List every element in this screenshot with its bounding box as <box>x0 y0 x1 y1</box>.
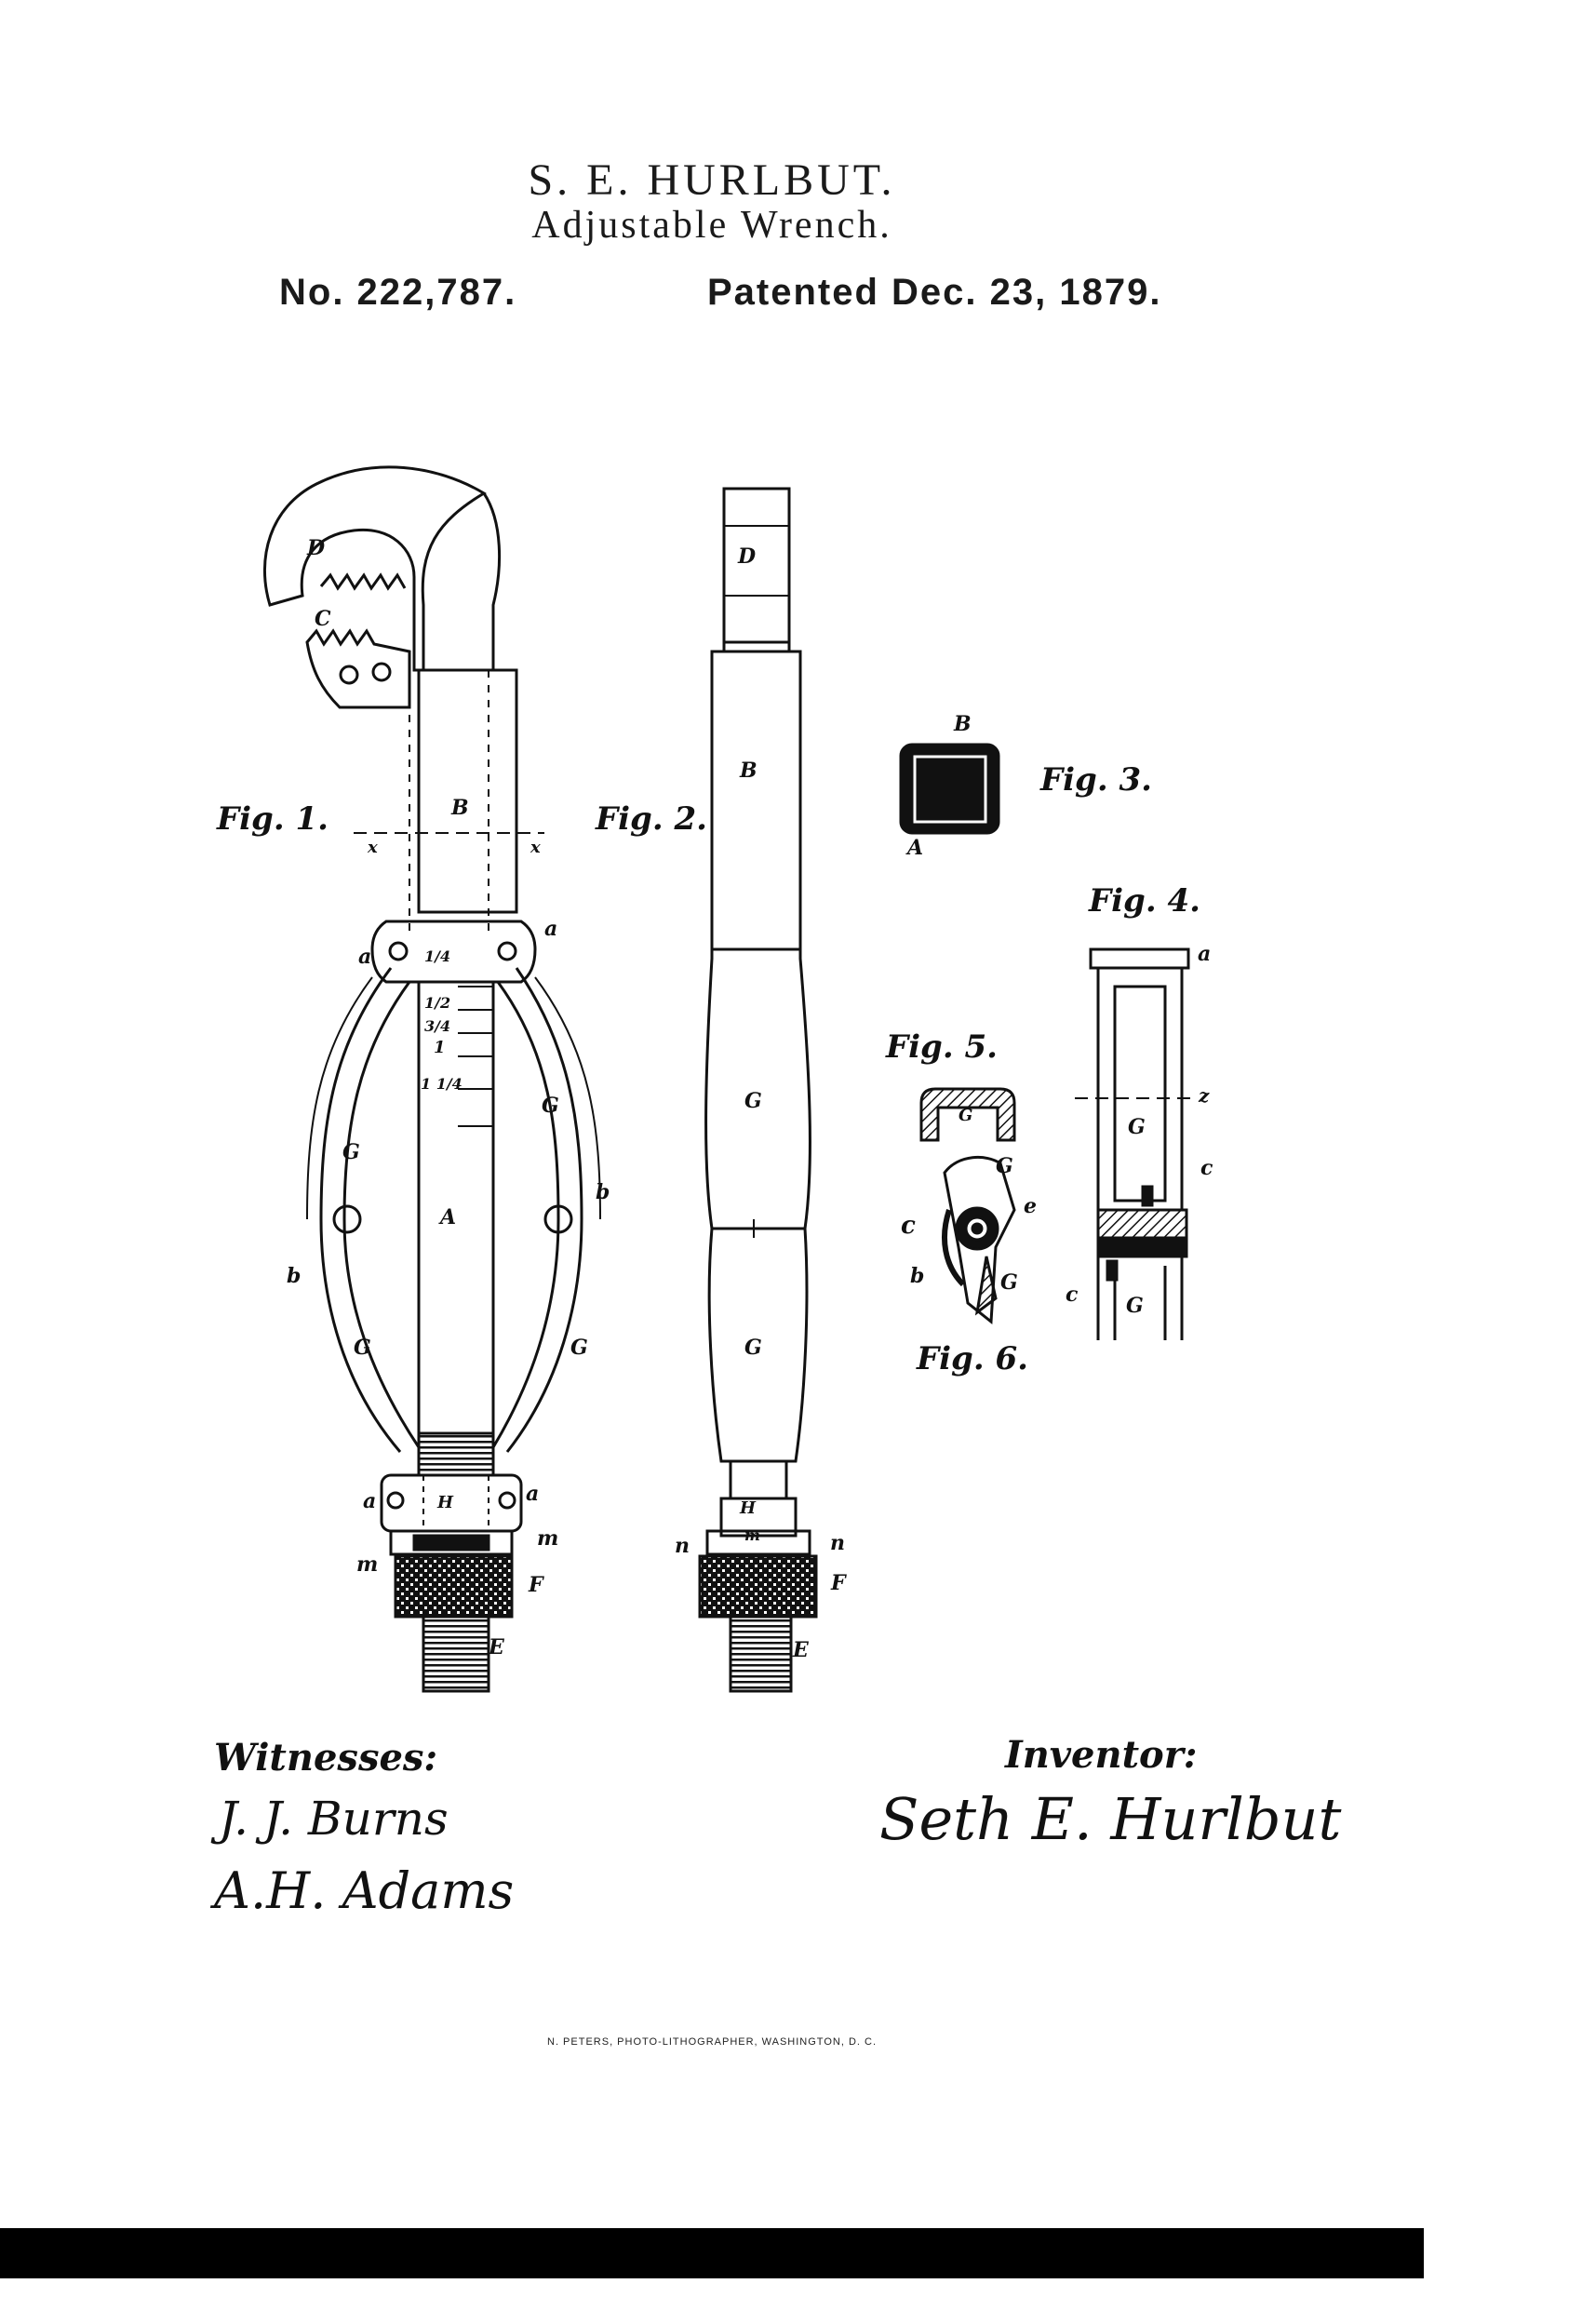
fig2-collar-h <box>719 1497 798 1538</box>
ref-A-fig3: A <box>907 836 924 860</box>
fig2-arm-lower <box>707 1227 809 1463</box>
scale-mark-half: 1/2 <box>424 994 451 1012</box>
ref-B-fig2: B <box>740 759 757 783</box>
figure-2-wrench-edge <box>698 487 818 1693</box>
ref-D-fig2: D <box>738 544 757 569</box>
ref-a-fig1-lower-left: a <box>363 1489 377 1513</box>
fig6-label: Fig. 6. <box>917 1340 1028 1377</box>
fig2-sleeve-b <box>710 650 802 951</box>
ref-m-fig2: m <box>744 1526 760 1544</box>
ref-E-fig2: E <box>793 1638 809 1662</box>
ref-z-fig4: z <box>1199 1084 1210 1107</box>
ref-b-fig1-left: b <box>287 1264 302 1288</box>
fig3-label: Fig. 3. <box>1040 761 1152 799</box>
ref-F-fig2: F <box>831 1571 846 1595</box>
ref-G-fig6-lower: G <box>1000 1270 1018 1295</box>
fig1-upper-collar <box>370 920 537 984</box>
ref-G-fig4-lower: G <box>1126 1294 1144 1318</box>
ref-a-fig1-right: a <box>544 917 558 941</box>
ref-n-fig2-left: n <box>675 1534 690 1558</box>
inventor-signature: Seth E. Hurlbut <box>879 1785 1342 1853</box>
figure-1-wrench-side <box>262 465 601 1693</box>
ref-D-fig1: D <box>307 536 326 560</box>
ref-H-fig2: H <box>740 1498 757 1518</box>
ref-F-fig1: F <box>529 1573 543 1597</box>
ref-B-fig3: B <box>954 712 972 736</box>
patent-number: No. 222,787. <box>279 272 517 313</box>
ref-G-fig5: G <box>959 1106 973 1125</box>
fig1-right-pivot <box>543 1204 573 1234</box>
ref-a-fig4: a <box>1198 942 1212 966</box>
witnesses-label: Witnesses: <box>214 1736 438 1780</box>
fig1-left-arm <box>319 967 421 1453</box>
ref-b-fig1-right: b <box>596 1180 610 1204</box>
ref-H-fig1: H <box>437 1493 454 1512</box>
fig1-label: Fig. 1. <box>217 800 328 838</box>
scale-mark-one: 1 <box>434 1038 446 1057</box>
fig1-right-arm <box>491 967 583 1453</box>
ref-E-fig1: E <box>489 1635 504 1659</box>
ref-n-fig2-right: n <box>830 1531 845 1555</box>
patent-date: Patented Dec. 23, 1879. <box>707 272 1162 313</box>
figure-3-cross-section <box>899 743 1000 835</box>
ref-G-fig4-upper: G <box>1128 1115 1146 1139</box>
ref-G-fig2-lower: G <box>744 1336 762 1360</box>
fig1-jaw-c <box>305 628 411 709</box>
scan-bottom-edge <box>0 2228 1424 2278</box>
fig5-label: Fig. 5. <box>886 1028 998 1066</box>
ref-c-fig4-left: c <box>1066 1283 1079 1307</box>
scale-mark-quarter: 1/4 <box>424 947 451 965</box>
fig1-knurled-nut-f <box>394 1554 514 1619</box>
fig1-screw-e <box>422 1615 490 1693</box>
invention-title: Adjustable Wrench. <box>531 204 892 247</box>
scale-mark-one-quarter: 1 1/4 <box>421 1075 463 1093</box>
inventor-name-heading: S. E. HURLBUT. <box>528 155 896 205</box>
ref-G-fig6-upper: G <box>996 1154 1013 1178</box>
ref-b-fig6: b <box>910 1264 925 1288</box>
fig2-knurled-nut-f <box>698 1554 818 1619</box>
ref-A-fig1: A <box>440 1205 457 1229</box>
ref-G-fig1-right-upper: G <box>542 1094 559 1118</box>
scale-mark-three-quarter: 3/4 <box>424 1017 451 1035</box>
fig2-screw-e <box>729 1615 793 1693</box>
ref-G-fig1-left-upper: G <box>342 1140 360 1164</box>
fig1-hook-jaw <box>262 465 487 672</box>
ref-m-fig1-left: m <box>356 1552 379 1577</box>
fig2-label: Fig. 2. <box>596 800 707 838</box>
lithographer-credit: N. PETERS, PHOTO-LITHOGRAPHER, WASHINGTO… <box>547 2036 877 2048</box>
witness-signature-2: A.H. Adams <box>214 1861 515 1920</box>
ref-a-fig1-lower-right: a <box>526 1482 540 1506</box>
ref-G-fig2-upper: G <box>744 1089 762 1113</box>
ref-x-left: x <box>368 838 378 857</box>
figure-5-clip <box>919 1087 1016 1142</box>
ref-a-fig1-left: a <box>358 945 372 969</box>
inventor-label: Inventor: <box>1005 1733 1198 1777</box>
fig2-jaw-d-top <box>722 487 791 644</box>
fig1-sleeve-b <box>417 668 518 914</box>
figure-6-pivot-detail <box>942 1155 1016 1324</box>
ref-c-fig6: c <box>901 1212 916 1240</box>
ref-m-fig1-right: m <box>537 1526 559 1551</box>
ref-G-fig1-right-lower: G <box>570 1336 588 1360</box>
ref-e-fig6: e <box>1024 1194 1037 1218</box>
ref-G-fig1-left-lower: G <box>354 1336 371 1360</box>
fig4-label: Fig. 4. <box>1089 882 1200 920</box>
figure-4-detail <box>1075 947 1196 1340</box>
witness-signature-1: J. J. Burns <box>219 1792 449 1846</box>
ref-c-fig4-right: c <box>1200 1156 1213 1180</box>
ref-C-fig1: C <box>315 607 331 631</box>
fig1-left-pivot <box>332 1204 362 1234</box>
ref-B-fig1: B <box>451 796 469 820</box>
ref-x-right: x <box>530 838 541 857</box>
